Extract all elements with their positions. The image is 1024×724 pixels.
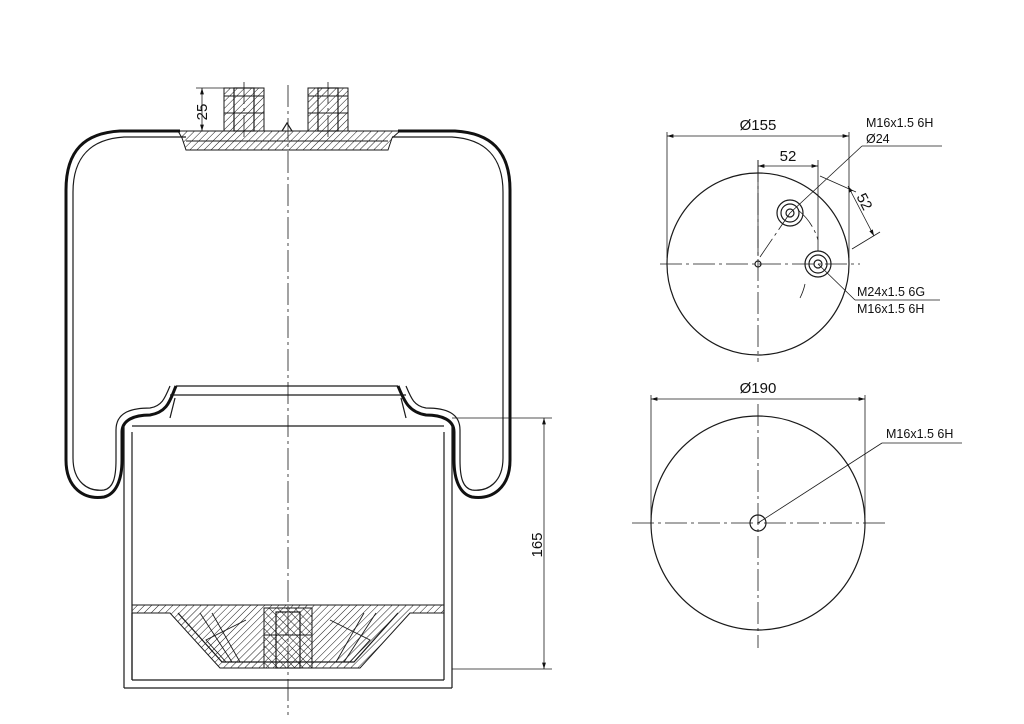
top-view: Ø155 52 52 M16x1.5 6H Ø24 M24x1.5 6G <box>660 116 942 362</box>
dim-d190-label: Ø190 <box>740 380 777 397</box>
bottom-center-hole <box>749 514 767 532</box>
callout-bottom-1-thread: M16x1.5 6H <box>886 427 953 441</box>
dim-52-horizontal: 52 <box>757 148 819 256</box>
callout-top-1: M16x1.5 6H Ø24 <box>789 116 942 214</box>
callout-top-1-thread: M16x1.5 6H <box>866 116 933 130</box>
dim-d190: Ø190 <box>650 380 866 518</box>
callout-top-2: M24x1.5 6G M16x1.5 6H <box>817 263 940 316</box>
callout-top-2-thread: M24x1.5 6G <box>857 285 925 299</box>
side-view: 25 <box>64 82 552 715</box>
dim-52-horizontal-label: 52 <box>780 148 797 165</box>
dim-165-label: 165 <box>529 532 546 557</box>
rubber-bellow <box>64 129 512 499</box>
dim-d155: Ø155 <box>666 117 850 258</box>
callout-bottom-1: M16x1.5 6H <box>757 427 962 524</box>
dim-25-label: 25 <box>194 104 211 121</box>
dim-165: 165 <box>452 417 552 670</box>
dim-d155-label: Ø155 <box>740 117 777 134</box>
dim-25: 25 <box>180 87 224 132</box>
callout-top-1-diameter: Ø24 <box>866 132 890 146</box>
callout-top-2-thread-2: M16x1.5 6H <box>857 302 924 316</box>
top-plate <box>177 130 402 151</box>
dim-52-angled: 52 <box>819 175 881 250</box>
top-fitting-hole-1 <box>776 199 804 227</box>
dim-52-angled-label: 52 <box>853 191 876 214</box>
piston-top <box>132 385 444 427</box>
piston-body <box>123 426 453 689</box>
bottom-view: Ø190 M16x1.5 6H <box>632 380 962 648</box>
